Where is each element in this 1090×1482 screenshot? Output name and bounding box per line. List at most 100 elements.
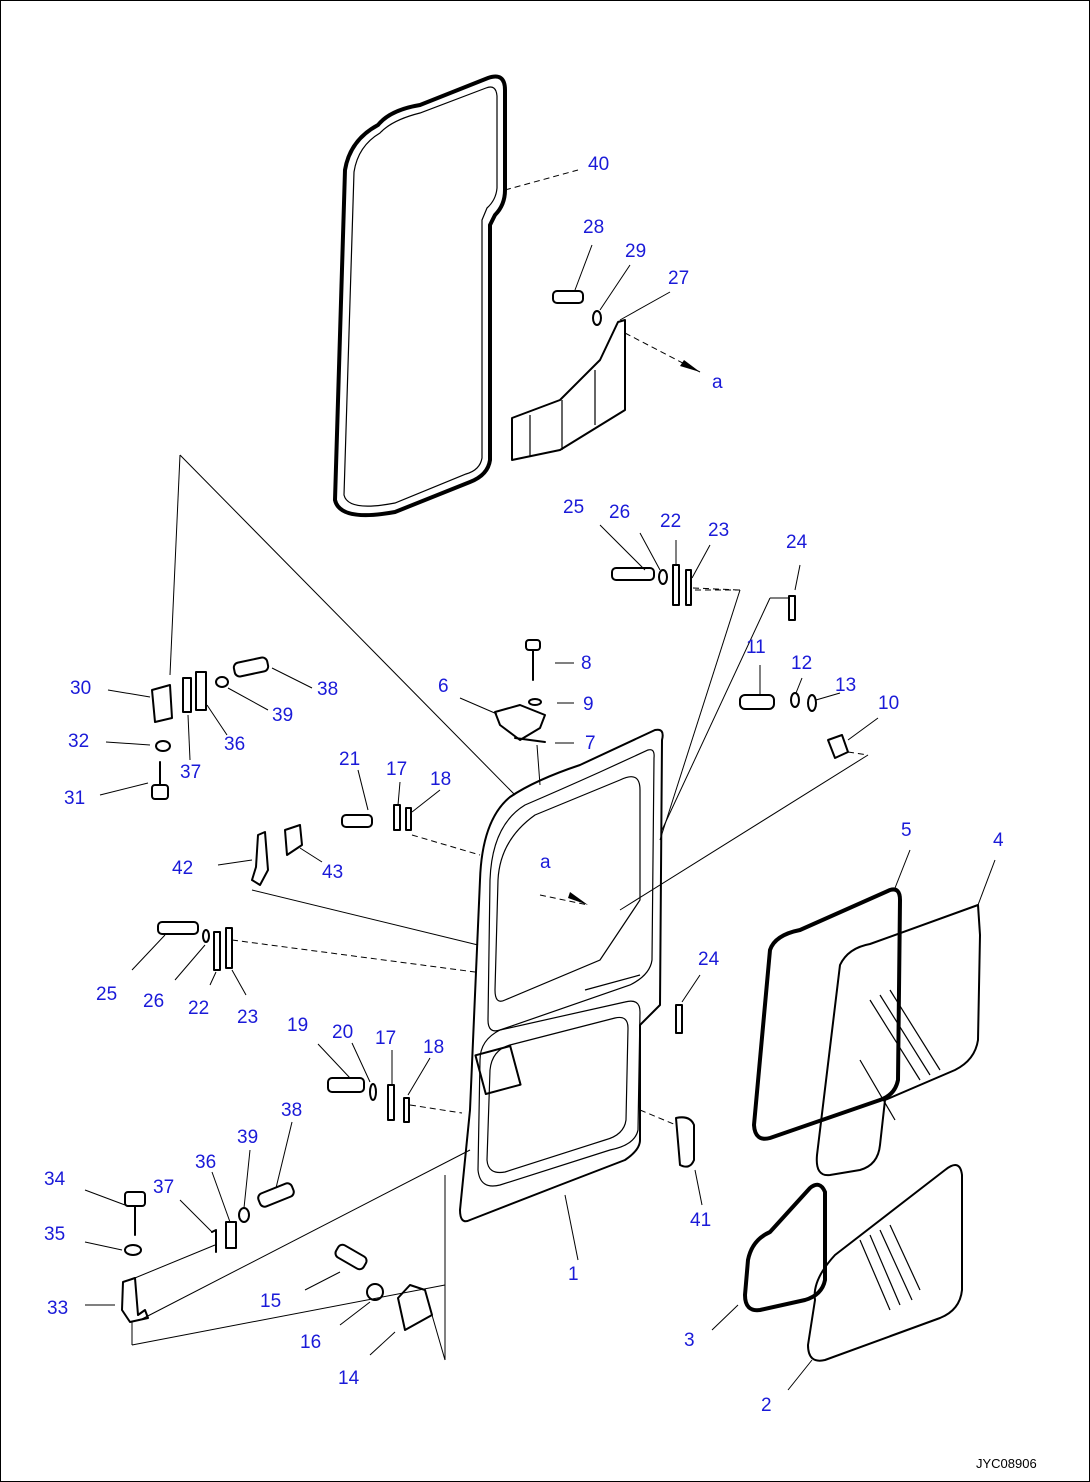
callout-37-lower: 37 [153, 1177, 174, 1198]
part-28-bolt [552, 244, 593, 304]
callout-18-lower: 18 [423, 1037, 444, 1058]
part-36-plate-lower [211, 1171, 237, 1249]
part-4-glass [815, 859, 996, 1177]
part-25-bolt-upper [599, 524, 655, 581]
callout-18-upper: 18 [430, 769, 451, 790]
part-39-washer-lower [238, 1149, 251, 1223]
callout-labels: 40 28 29 27 a 25 26 22 23 24 8 9 6 7 11 … [44, 154, 1004, 1416]
part-36-plate-upper [195, 671, 228, 736]
callout-41: 41 [690, 1210, 711, 1231]
part-18-plate-lower [403, 1057, 431, 1123]
part-9-washer [528, 698, 574, 706]
callout-28: 28 [583, 217, 604, 238]
callout-25-upper: 25 [563, 497, 584, 518]
part-32-washer-upper [105, 740, 171, 752]
callout-22-upper: 22 [660, 511, 681, 532]
part-43-bracket [284, 824, 323, 863]
callout-10: 10 [878, 693, 899, 714]
callout-17-upper: 17 [386, 759, 407, 780]
part-41-handle [639, 1109, 703, 1206]
callout-15: 15 [260, 1291, 281, 1312]
callout-23-upper: 23 [708, 520, 729, 541]
part-22-plate-upper [672, 540, 680, 606]
callout-37-upper: 37 [180, 762, 201, 783]
callout-34: 34 [44, 1169, 66, 1190]
callout-30: 30 [70, 678, 91, 699]
callout-7: 7 [585, 733, 596, 754]
part-6-striker [459, 697, 546, 741]
part-27-plate [511, 291, 671, 461]
callout-24-lower: 24 [698, 949, 720, 970]
callout-35: 35 [44, 1224, 65, 1245]
callout-43: 43 [322, 862, 343, 883]
part-31-bolt-upper [99, 761, 169, 800]
callout-38-upper: 38 [317, 679, 338, 700]
part-1-door-frame [459, 728, 664, 1261]
callout-22-lower: 22 [188, 998, 209, 1019]
callout-17-lower: 17 [375, 1028, 396, 1049]
part-5-glass [752, 849, 911, 1141]
part-25-bolt-lower [131, 921, 199, 971]
part-23-plate-upper [685, 544, 711, 606]
part-14-bracket [369, 1175, 446, 1361]
callout-24-upper: 24 [786, 532, 808, 553]
callout-19: 19 [287, 1015, 308, 1036]
part-22-plate-lower [209, 931, 221, 986]
callout-1: 1 [568, 1264, 579, 1285]
callout-39-lower: 39 [237, 1127, 258, 1148]
callout-40: 40 [588, 154, 609, 175]
callout-23-lower: 23 [237, 1007, 258, 1028]
part-42-arm [217, 831, 479, 946]
callout-38-lower: 38 [281, 1100, 302, 1121]
part-35-washer-lower [84, 1241, 142, 1256]
part-37-pin-lower [179, 1199, 217, 1253]
callout-3: 3 [684, 1330, 695, 1351]
callout-31: 31 [64, 788, 85, 809]
callout-21: 21 [339, 749, 360, 770]
callout-26-upper: 26 [609, 502, 630, 523]
part-30-hinge-upper [107, 684, 173, 723]
callout-16: 16 [300, 1332, 321, 1353]
part-23-plate-lower [225, 927, 247, 996]
part-38-bolt-lower [257, 1121, 295, 1208]
callout-9: 9 [583, 694, 594, 715]
callout-29: 29 [625, 241, 646, 262]
callout-11: 11 [746, 637, 766, 658]
callout-5: 5 [901, 820, 912, 841]
part-21-bolt [341, 769, 373, 828]
part-39-washer-upper [215, 676, 269, 711]
callout-8: 8 [581, 653, 592, 674]
callout-27: 27 [668, 268, 689, 289]
part-26-washer-upper [639, 532, 668, 585]
part-12-washer [790, 677, 803, 708]
part-2-glass [787, 1164, 963, 1391]
callout-6: 6 [438, 676, 449, 697]
part-33-hinge-lower [85, 1149, 471, 1346]
callout-26-lower: 26 [143, 991, 164, 1012]
callout-20: 20 [332, 1022, 353, 1043]
part-15-bolt [304, 1243, 368, 1291]
callout-12: 12 [791, 653, 812, 674]
part-11-bolt [739, 665, 775, 710]
callout-a-top: a [712, 372, 723, 393]
callout-36-upper: 36 [224, 734, 245, 755]
part-16-nut [339, 1283, 384, 1326]
part-34-bolt-lower [84, 1189, 146, 1236]
part-38-bolt-upper [232, 656, 313, 689]
callout-32: 32 [68, 731, 89, 752]
callout-14: 14 [338, 1368, 360, 1389]
part-40-seal [333, 74, 579, 518]
part-37-pin-upper [182, 677, 192, 761]
callout-2: 2 [761, 1395, 772, 1416]
part-7-plate [514, 737, 574, 786]
part-20-washer [351, 1042, 377, 1101]
part-19-bolt [317, 1043, 365, 1093]
part-26-washer-lower [174, 929, 210, 981]
callout-36-lower: 36 [195, 1152, 216, 1173]
part-17-plate-upper [393, 781, 401, 831]
callout-33: 33 [47, 1298, 68, 1319]
callout-13: 13 [835, 675, 856, 696]
part-24-pad-lower [675, 974, 701, 1034]
part-29-washer [592, 264, 631, 326]
